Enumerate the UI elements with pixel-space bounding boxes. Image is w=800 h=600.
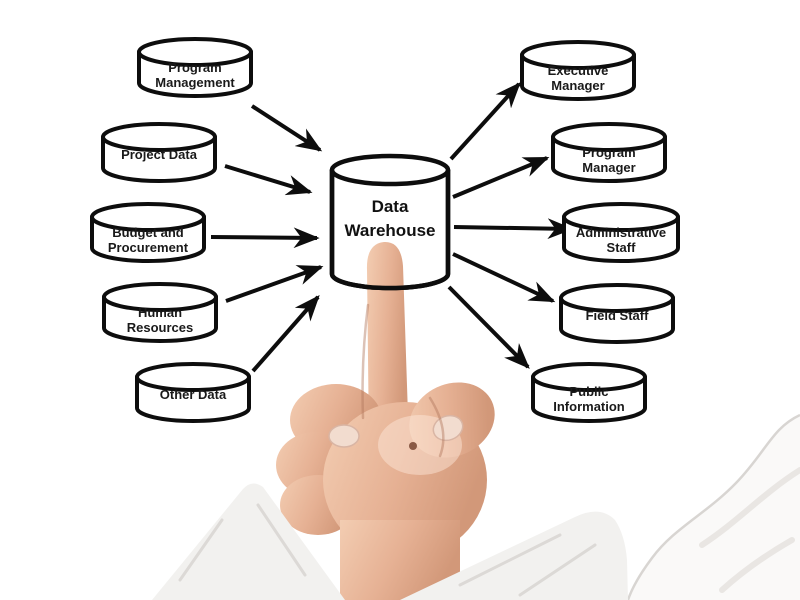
source-cylinder-human-resources: Human Resources	[102, 282, 218, 343]
arrow-warehouse-to-public-information	[447, 285, 530, 369]
node-label: Executive	[548, 63, 609, 78]
middle-fingernail	[328, 424, 360, 448]
source-cylinder-project-data: Project Data	[101, 122, 217, 183]
consumer-cylinder-administrative-staff: Administrative Staff	[562, 202, 680, 263]
node-label: Program	[168, 60, 221, 75]
arrow-warehouse-to-administrative-staff	[453, 218, 574, 239]
consumer-cylinder-public-information: Public Information	[531, 362, 647, 423]
source-cylinder-budget-procurement: Budget and Procurement	[90, 202, 206, 263]
node-label: Manager	[551, 78, 604, 93]
node-label: Staff	[607, 240, 637, 255]
input-arrows	[210, 104, 324, 373]
sleeve-left-panel	[152, 483, 345, 600]
output-arrows	[447, 82, 574, 369]
warehouse-label: Data	[372, 197, 409, 216]
arrow-warehouse-to-program-manager	[452, 156, 550, 199]
node-label: Human	[138, 305, 182, 320]
finger-crease	[361, 303, 370, 420]
node-label: Other Data	[160, 387, 227, 402]
arrow-project-data-to-warehouse	[224, 164, 313, 196]
shoulder-fabric	[626, 413, 800, 600]
consumer-cylinder-field-staff: Field Staff	[559, 283, 675, 344]
node-label: Budget and	[112, 225, 184, 240]
sleeve-right-panel	[400, 511, 628, 600]
node-label: Administrative	[576, 225, 666, 240]
arrow-program-management-to-warehouse	[250, 104, 323, 152]
arrow-human-resources-to-warehouse	[225, 265, 324, 303]
photo-layer	[152, 241, 800, 600]
thumb-crease	[428, 396, 445, 458]
node-label: Field Staff	[586, 308, 650, 323]
center-cylinder-data-warehouse: Data Warehouse	[329, 153, 451, 291]
node-label: Management	[155, 75, 235, 90]
node-label: Public	[569, 384, 608, 399]
node-label: Project Data	[121, 147, 198, 162]
node-label: Program	[582, 145, 635, 160]
node-label: Resources	[127, 320, 193, 335]
consumer-cylinder-executive-manager: Executive Manager	[520, 40, 636, 101]
warehouse-label: Warehouse	[344, 221, 435, 240]
pointing-hand	[276, 241, 495, 600]
consumer-cylinder-program-manager: Program Manager	[551, 122, 667, 183]
node-label: Procurement	[108, 240, 189, 255]
source-cylinder-program-management: Program Management	[137, 37, 253, 98]
arrow-warehouse-to-executive-manager	[449, 82, 521, 161]
sleeve	[152, 483, 628, 600]
node-label: Manager	[582, 160, 635, 175]
arrow-other-data-to-warehouse	[251, 295, 320, 373]
mole	[409, 442, 417, 450]
arrow-warehouse-to-field-staff	[452, 252, 556, 303]
node-label: Information	[553, 399, 625, 414]
source-cylinder-other-data: Other Data	[135, 362, 251, 423]
thumbnail	[432, 414, 464, 442]
arrow-budget-procurement-to-warehouse	[210, 227, 320, 249]
